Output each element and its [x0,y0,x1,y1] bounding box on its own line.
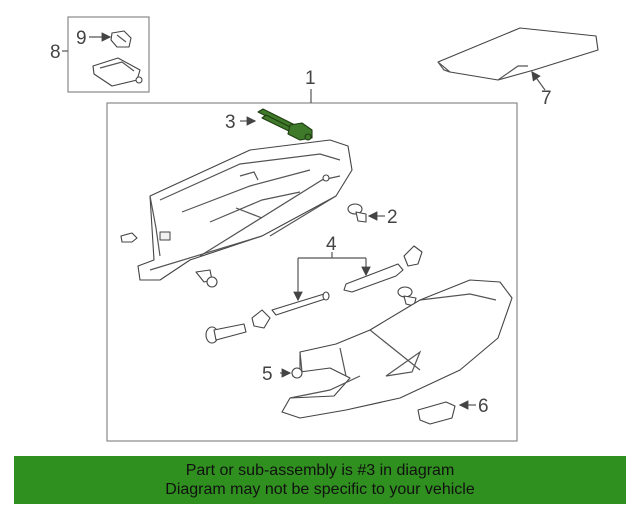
callout-7: 7 [541,88,552,109]
callout-9: 9 [76,28,87,49]
part-7-cover-panel [437,27,599,81]
glovebox-door [281,279,513,419]
info-banner: Part or sub-assembly is #3 in diagram Di… [14,456,626,504]
callout-3: 3 [225,112,236,133]
part-3-hinge-rod [257,108,313,141]
inset-box [67,16,150,93]
callout-8: 8 [50,42,61,63]
callout-5: 5 [262,364,273,385]
callout-2: 2 [387,207,398,228]
main-frame [106,102,518,442]
hinge-pin-left [205,323,247,344]
push-pin [397,286,417,307]
part-2-bolt [347,203,367,223]
glovebox-housing [137,139,353,281]
part-9-clip [110,30,132,48]
part-8-latch [92,57,143,87]
part-4-rod [271,291,330,316]
part-4-bracket [343,263,404,293]
callout-1: 1 [305,68,316,89]
part-5-bumper [291,367,303,379]
banner-line-2: Diagram may not be specific to your vehi… [165,481,475,498]
part-6-cover [417,401,456,425]
small-clip-left [120,232,138,243]
bolt-center-left [195,269,218,288]
banner-line-1: Part or sub-assembly is #3 in diagram [185,462,455,479]
spring-clip [251,309,271,329]
clip-upper-right [403,245,423,267]
callout-4: 4 [326,234,337,255]
callout-6: 6 [478,396,489,417]
parts-diagram: 8 9 7 1 3 [50,16,599,442]
